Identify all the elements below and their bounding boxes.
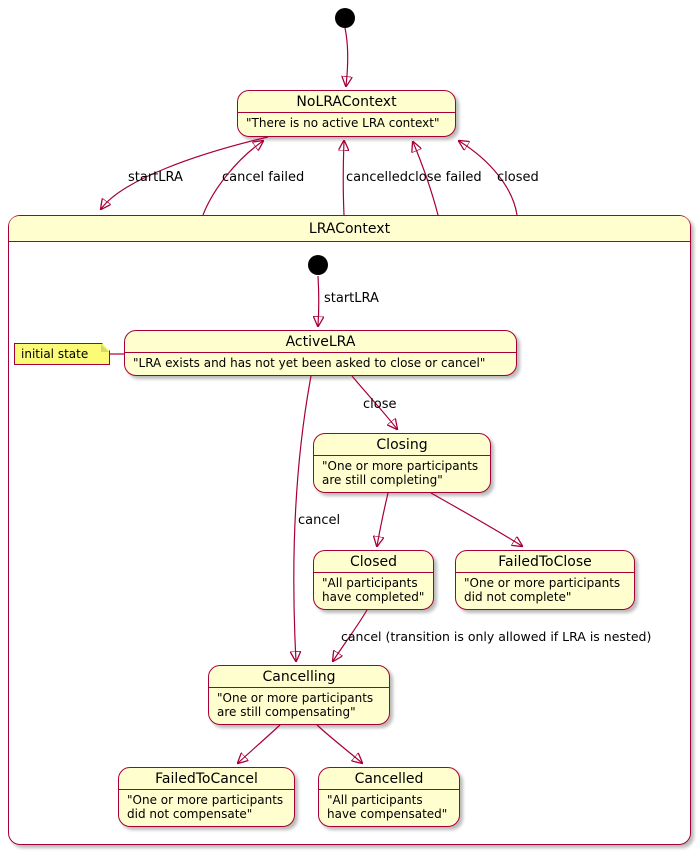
edge-label-close-failed: close failed bbox=[408, 170, 482, 185]
state-failedtocancel-title: FailedToCancel bbox=[155, 771, 258, 787]
description-line: did not complete" bbox=[464, 590, 572, 604]
edge-label-cancel-nested: cancel (transition is only allowed if LR… bbox=[341, 629, 652, 644]
state-cancelling-description: "One or more participants are still comp… bbox=[209, 688, 389, 723]
description-line: are still completing" bbox=[322, 473, 443, 487]
state-separator bbox=[314, 572, 433, 573]
state-cancelling: Cancelling "One or more participants are… bbox=[208, 665, 390, 725]
edge-initial-to-nolracontext bbox=[345, 27, 348, 86]
state-separator bbox=[456, 572, 634, 573]
state-cancelling-title: Cancelling bbox=[262, 669, 336, 685]
state-failedtoclose-description: "One or more participants did not comple… bbox=[456, 573, 634, 608]
state-cancelled: Cancelled "All participants have compens… bbox=[318, 767, 460, 827]
state-separator bbox=[238, 112, 455, 113]
edge-label-close: close bbox=[363, 397, 397, 412]
state-closing: Closing "One or more participants are st… bbox=[313, 433, 491, 493]
composite-state-lracontext-title: LRAContext bbox=[9, 216, 690, 242]
state-activelra: ActiveLRA "LRA exists and has not yet be… bbox=[124, 330, 517, 376]
state-cancelled-description: "All participants have compensated" bbox=[319, 790, 459, 825]
state-separator bbox=[209, 687, 389, 688]
edge-label-closed: closed bbox=[497, 170, 539, 185]
note-initial-state: initial state bbox=[14, 343, 110, 365]
description-line: "One or more participants bbox=[127, 793, 284, 807]
state-separator bbox=[314, 455, 490, 456]
description-line: did not compensate" bbox=[127, 807, 253, 821]
edge-label-cancelled: cancelled bbox=[346, 170, 408, 185]
state-closed-title: Closed bbox=[349, 554, 398, 570]
state-closed-description: "All participants have completed" bbox=[314, 573, 433, 608]
edge-label-startlra-inner: startLRA bbox=[324, 291, 379, 306]
description-line: "All participants bbox=[327, 793, 423, 807]
initial-state-dot-inner bbox=[308, 255, 328, 275]
state-cancelled-title: Cancelled bbox=[354, 771, 424, 787]
initial-state-dot-outer bbox=[335, 8, 355, 28]
description-line: "One or more participants bbox=[322, 459, 479, 473]
state-failedtocancel-description: "One or more participants did not compen… bbox=[119, 790, 294, 825]
state-failedtoclose: FailedToClose "One or more participants … bbox=[455, 550, 635, 610]
state-activelra-description: "LRA exists and has not yet been asked t… bbox=[133, 356, 486, 370]
state-failedtocancel: FailedToCancel "One or more participants… bbox=[118, 767, 295, 827]
state-separator bbox=[119, 789, 294, 790]
state-separator bbox=[319, 789, 459, 790]
edge-label-cancel-failed: cancel failed bbox=[222, 170, 305, 185]
description-line: have compensated" bbox=[327, 807, 448, 821]
description-line: "One or more participants bbox=[217, 691, 374, 705]
state-failedtoclose-title: FailedToClose bbox=[498, 554, 592, 570]
note-fold-icon bbox=[101, 344, 109, 352]
state-closing-title: Closing bbox=[376, 437, 428, 453]
state-nolracontext-description: "There is no active LRA context" bbox=[246, 116, 440, 130]
note-text: initial state bbox=[21, 347, 89, 361]
state-separator bbox=[125, 352, 516, 353]
state-closed: Closed "All participants have completed" bbox=[313, 550, 434, 610]
state-activelra-title: ActiveLRA bbox=[285, 334, 356, 350]
edge-label-cancel: cancel bbox=[298, 513, 341, 528]
state-nolracontext: NoLRAContext "There is no active LRA con… bbox=[237, 90, 456, 137]
edge-cancelled bbox=[343, 141, 344, 216]
edge-label-startlra-outer: startLRA bbox=[128, 170, 183, 185]
description-line: "All participants bbox=[322, 576, 418, 590]
composite-state-lracontext: LRAContext bbox=[8, 215, 691, 845]
description-line: are still compensating" bbox=[217, 705, 356, 719]
state-nolracontext-title: NoLRAContext bbox=[296, 94, 397, 110]
description-line: "One or more participants bbox=[464, 576, 621, 590]
state-closing-description: "One or more participants are still comp… bbox=[314, 456, 490, 491]
description-line: have completed" bbox=[322, 590, 425, 604]
